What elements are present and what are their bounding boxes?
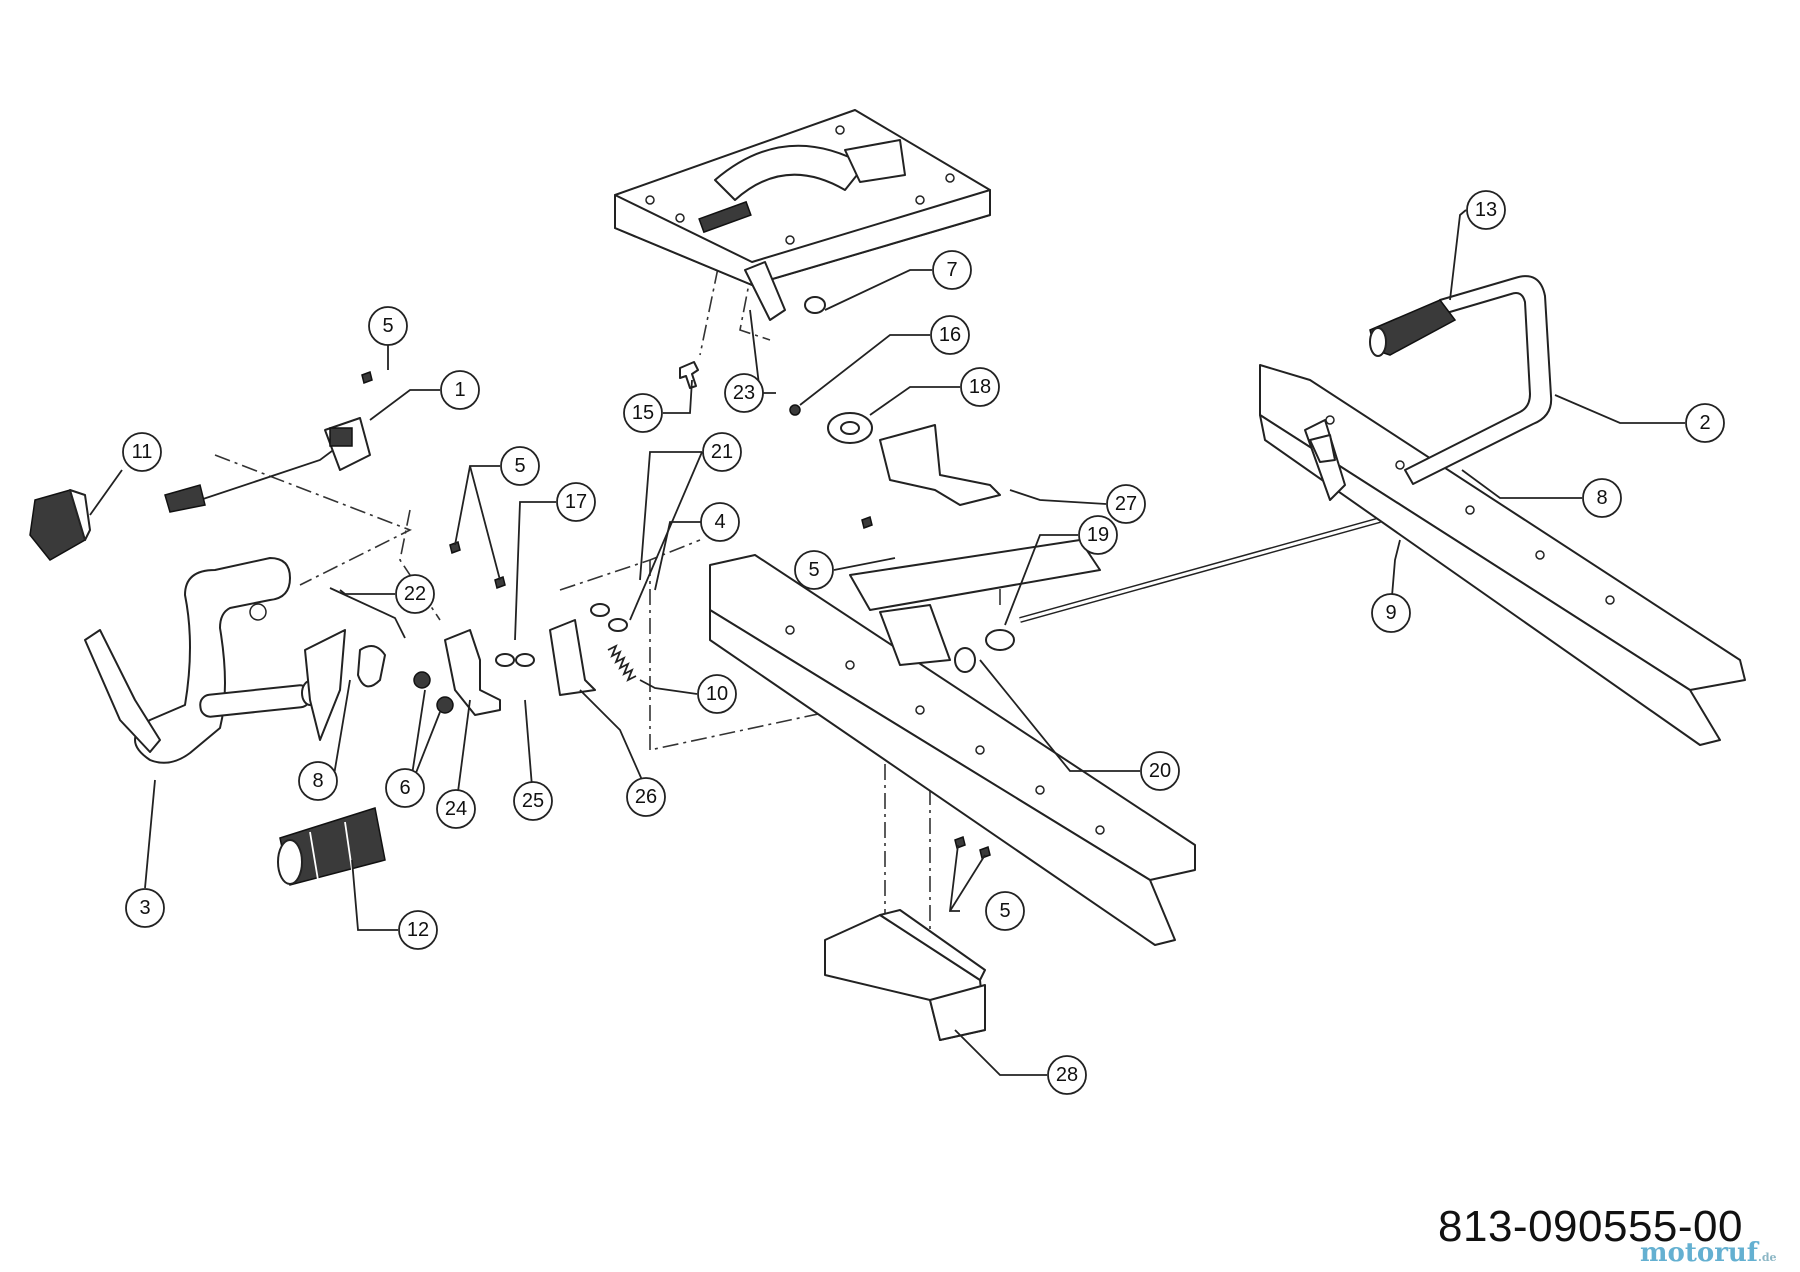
callout-label: 4 xyxy=(714,511,725,533)
callout: 19 xyxy=(1078,515,1118,555)
callout-label: 21 xyxy=(711,441,733,463)
callout-label: 13 xyxy=(1475,199,1497,221)
lift-lever-assembly xyxy=(1309,275,1553,485)
callout: 6 xyxy=(385,768,425,808)
part-11-clip xyxy=(29,489,91,561)
callout: 20 xyxy=(1140,751,1180,791)
callout-label: 12 xyxy=(407,919,429,941)
callout-label: 16 xyxy=(939,324,961,346)
callout: 27 xyxy=(1106,484,1146,524)
callout-label: 10 xyxy=(706,683,728,705)
callout-label: 24 xyxy=(445,798,467,820)
callout: 7 xyxy=(932,250,972,290)
document-number: 813-090555-00 xyxy=(1438,1202,1743,1251)
main-frame-right-rail xyxy=(1259,364,1746,746)
callout: 10 xyxy=(697,674,737,714)
callout-label: 8 xyxy=(312,770,323,792)
callout-label: 22 xyxy=(404,583,426,605)
callout-label: 28 xyxy=(1056,1064,1078,1086)
callout-label: 7 xyxy=(946,259,957,281)
alignment-lines xyxy=(214,267,1001,930)
callout-label: 3 xyxy=(139,897,150,919)
small-brackets xyxy=(304,587,637,741)
main-frame-left-rail xyxy=(709,554,1196,946)
callout: 18 xyxy=(960,367,1000,407)
callout: 12 xyxy=(398,910,438,950)
callout-label: 5 xyxy=(514,455,525,477)
part-27-bracket xyxy=(879,424,1001,506)
small-hardware xyxy=(361,296,991,859)
callout: 23 xyxy=(724,373,764,413)
callout: 8 xyxy=(298,761,338,801)
callout-label: 15 xyxy=(632,402,654,424)
callout-label: 27 xyxy=(1115,493,1137,515)
part-28-cover xyxy=(824,909,986,1041)
callout: 13 xyxy=(1466,190,1506,230)
callout-label: 2 xyxy=(1699,412,1710,434)
callout-label: 5 xyxy=(382,315,393,337)
callout: 5 xyxy=(985,891,1025,931)
callout: 28 xyxy=(1047,1055,1087,1095)
callout-label: 6 xyxy=(399,777,410,799)
callout-label: 20 xyxy=(1149,760,1171,782)
callout: 16 xyxy=(930,315,970,355)
callout: 22 xyxy=(395,574,435,614)
callout: 17 xyxy=(556,482,596,522)
leader-lines xyxy=(89,209,1685,1076)
watermark-text: motoruf xyxy=(1640,1238,1758,1268)
watermark-logo: motoruf.de xyxy=(1640,1238,1777,1268)
callout: 5 xyxy=(368,306,408,346)
callout: 21 xyxy=(702,432,742,472)
callout-label: 9 xyxy=(1385,602,1396,624)
part-12-pedal-pad xyxy=(277,807,386,886)
frame-cross-member xyxy=(849,517,1381,673)
callout: 15 xyxy=(623,393,663,433)
callout: 5 xyxy=(794,550,834,590)
callout: 3 xyxy=(125,888,165,928)
callout-label: 23 xyxy=(733,382,755,404)
callout-label: 8 xyxy=(1596,487,1607,509)
callout-group: 1 2 3 4 5 5 5 5 6 7 8 8 9 10 11 12 13 15… xyxy=(122,190,1725,1095)
callout-label: 1 xyxy=(454,379,465,401)
callout: 26 xyxy=(626,777,666,817)
callout: 11 xyxy=(122,432,162,472)
seat-switch-harness xyxy=(164,417,371,513)
callout-label: 17 xyxy=(565,491,587,513)
callout-label: 25 xyxy=(522,790,544,812)
callout-label: 11 xyxy=(132,441,153,463)
callout-label: 18 xyxy=(969,376,991,398)
seat-mounting-plate xyxy=(614,109,991,321)
callout: 1 xyxy=(440,370,480,410)
callout: 5 xyxy=(500,446,540,486)
callout-label: 26 xyxy=(635,786,657,808)
callout-label: 5 xyxy=(999,900,1010,922)
callout: 25 xyxy=(513,781,553,821)
callout-label: 19 xyxy=(1087,524,1109,546)
callout: 8 xyxy=(1582,478,1622,518)
watermark-suffix: .de xyxy=(1758,1251,1777,1264)
callout-label: 5 xyxy=(808,559,819,581)
callout: 2 xyxy=(1685,403,1725,443)
callout: 9 xyxy=(1371,593,1411,633)
callout: 4 xyxy=(700,502,740,542)
pedal-shaft-assembly xyxy=(84,557,319,764)
callout: 24 xyxy=(436,789,476,829)
part-18-bushing xyxy=(827,412,873,444)
